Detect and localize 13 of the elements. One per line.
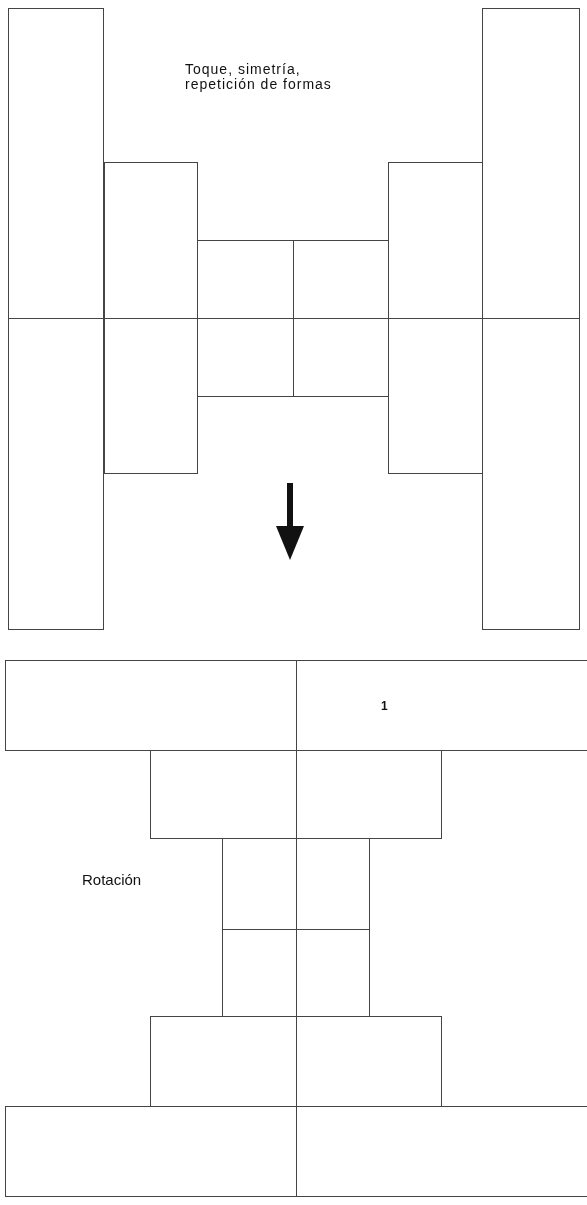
rectangle <box>8 8 104 319</box>
caption-text: Toque, simetría, repetición de formas <box>185 62 333 93</box>
rectangle <box>296 1106 587 1197</box>
rectangle <box>104 162 198 319</box>
rectangle <box>482 318 580 630</box>
rectangle <box>104 318 198 474</box>
rectangle <box>5 1106 297 1197</box>
rectangle <box>8 318 104 630</box>
rectangle <box>296 660 587 751</box>
rectangle <box>482 8 580 319</box>
shape-number: 1 <box>381 699 388 713</box>
rectangle <box>5 660 297 751</box>
caption-text: Rotación <box>82 872 143 889</box>
